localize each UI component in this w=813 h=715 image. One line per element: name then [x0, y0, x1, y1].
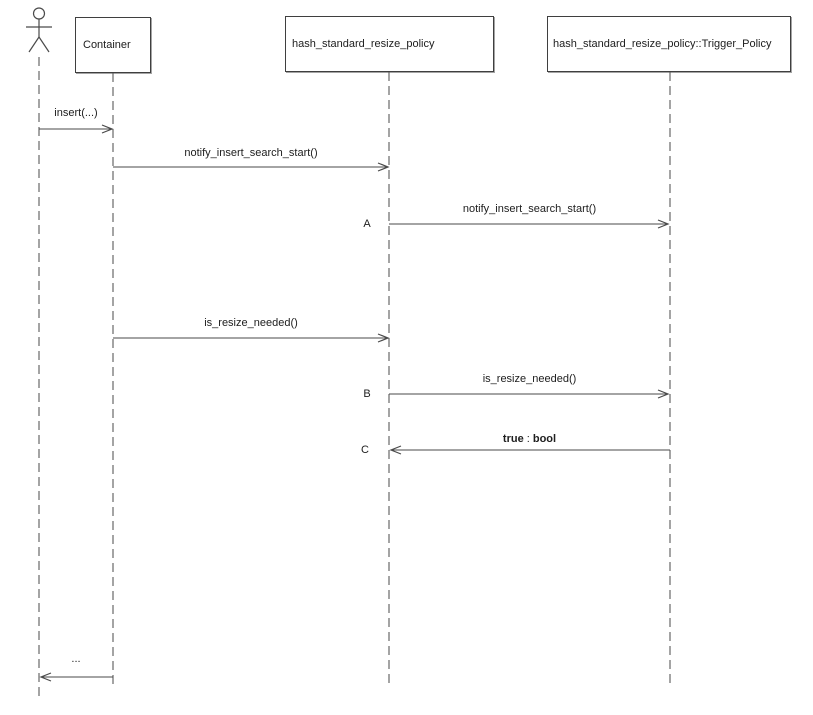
lifeline-head-policy: hash_standard_resize_policy	[285, 16, 494, 72]
message-label-notify-insert-search-start-2: notify_insert_search_start()	[462, 203, 597, 215]
message-label-notify-insert-search-start-1: notify_insert_search_start()	[184, 147, 318, 159]
return-type-text: bool	[532, 433, 557, 445]
lifeline-head-trigger-label: hash_standard_resize_policy::Trigger_Pol…	[553, 38, 772, 50]
lifeline-head-container: Container	[75, 17, 151, 73]
actor-leg-right	[38, 36, 50, 53]
lifeline-head-container-label: Container	[83, 39, 131, 51]
return-value-text: true	[502, 433, 524, 445]
message-tag-b: B	[363, 388, 371, 400]
lifeline-head-policy-label: hash_standard_resize_policy	[292, 38, 435, 50]
message-tag-a: A	[363, 218, 371, 230]
actor-leg-left	[28, 36, 40, 53]
return-separator-text: :	[523, 433, 533, 445]
message-label-return-true-bool: true : bool	[389, 433, 670, 446]
message-label-insert: insert(...)	[54, 107, 98, 119]
actor-icon	[26, 7, 52, 53]
message-label-return-dots: ...	[71, 653, 81, 665]
actor-head	[32, 7, 46, 20]
lifeline-head-trigger: hash_standard_resize_policy::Trigger_Pol…	[547, 16, 791, 72]
message-tag-c: C	[361, 444, 369, 456]
message-label-is-resize-needed-2: is_resize_needed()	[482, 373, 577, 385]
message-label-is-resize-needed-1: is_resize_needed()	[204, 317, 298, 329]
